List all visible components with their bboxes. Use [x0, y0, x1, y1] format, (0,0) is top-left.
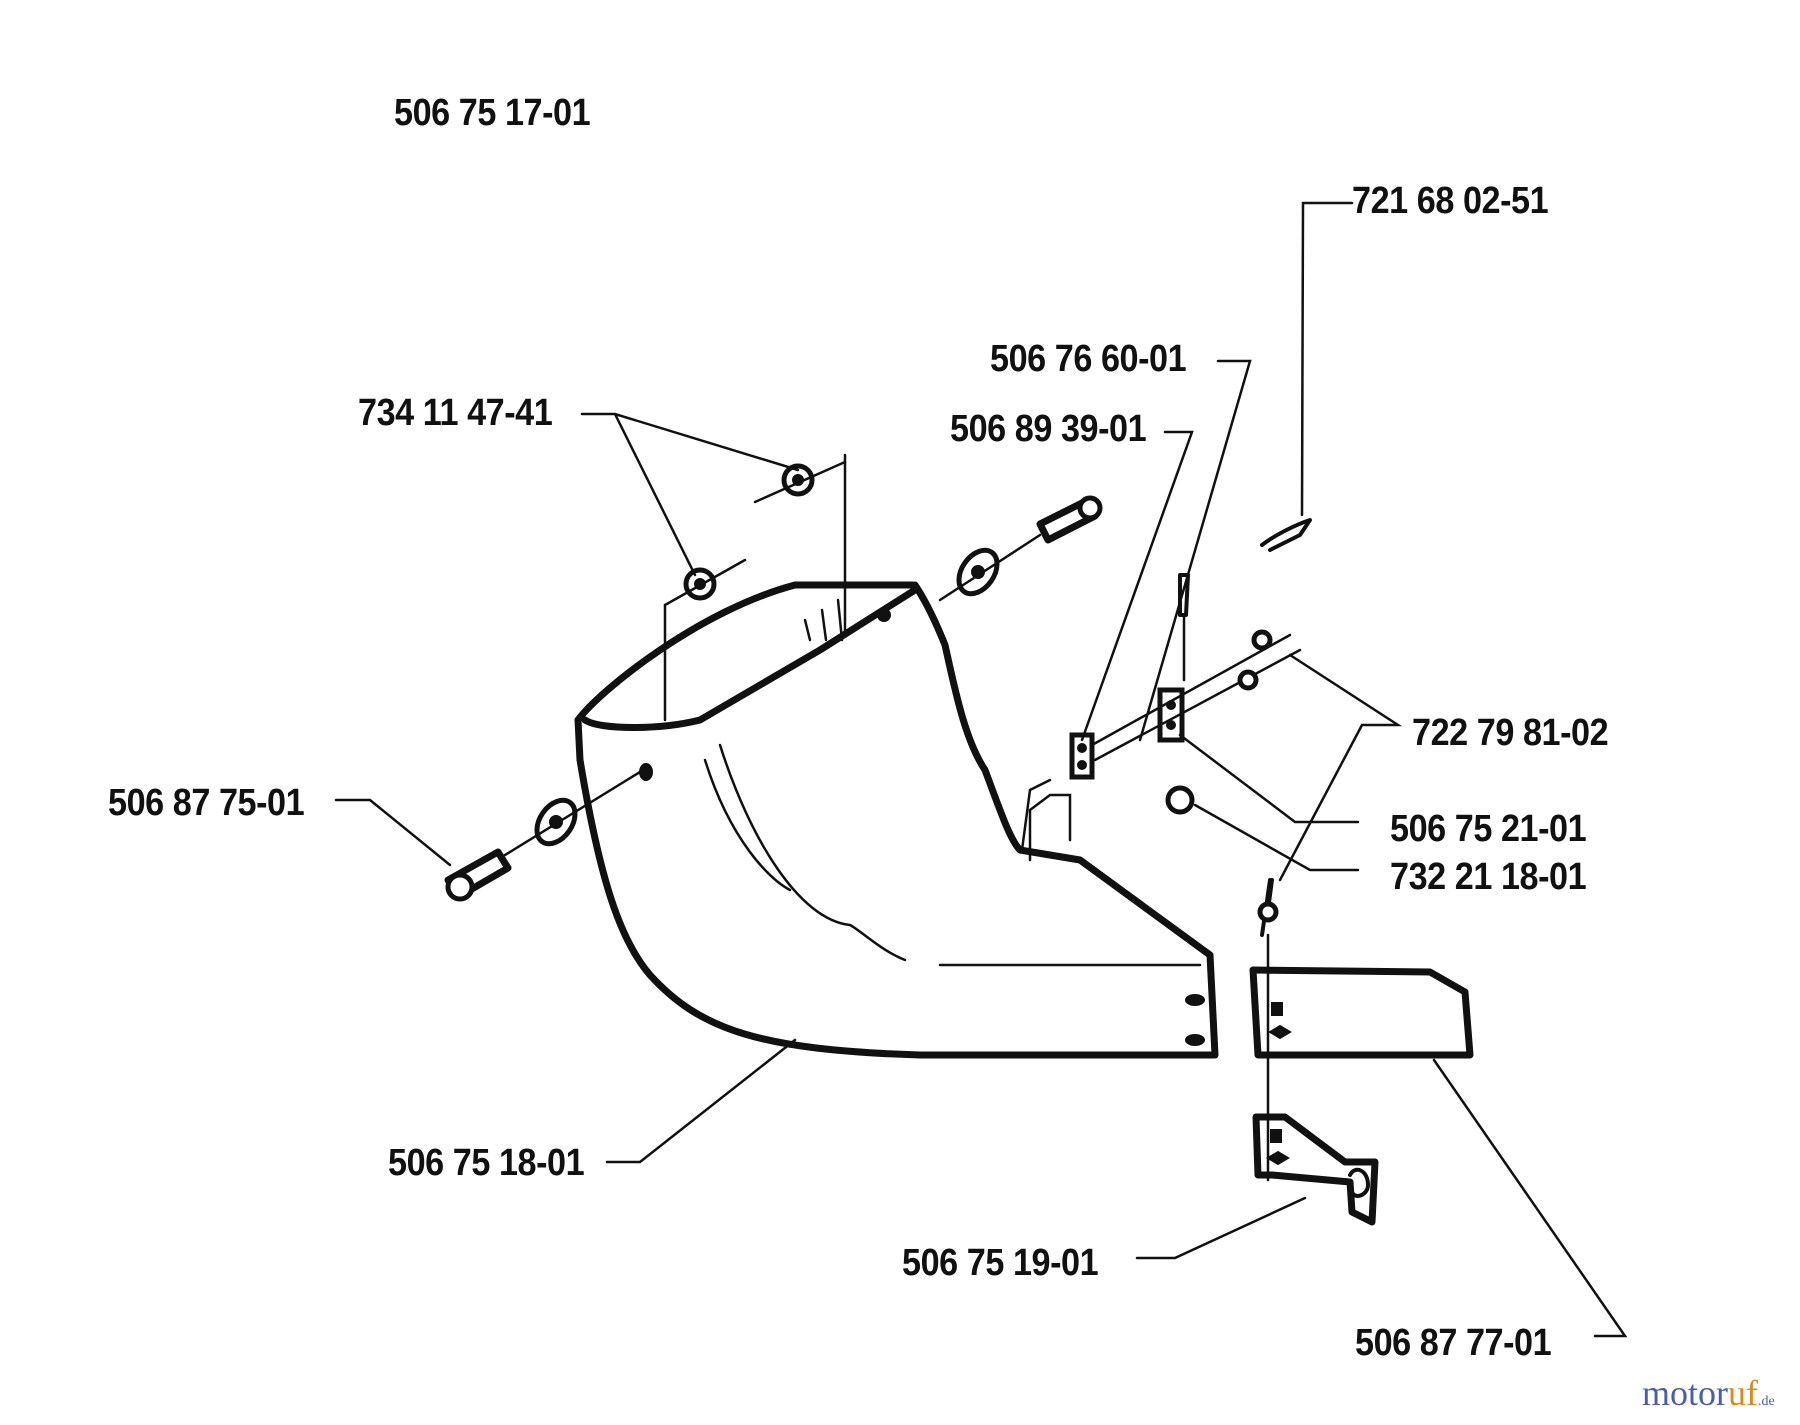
nuts-top: [663, 453, 847, 722]
assembly-number: 506 75 17-01: [394, 92, 591, 134]
discharge-chute: [574, 581, 1219, 1059]
label-506-89-39-01: 506 89 39-01: [950, 408, 1147, 450]
label-721-68-02-51: 721 68 02-51: [1352, 180, 1549, 222]
hinge-hardware: [1028, 518, 1312, 1182]
label-734-11-47-41: 734 11 47-41: [358, 392, 553, 434]
label-506-75-18-01: 506 75 18-01: [388, 1142, 585, 1184]
watermark-logo: motoruf.de: [1642, 1372, 1775, 1414]
screw-washer-right: [938, 495, 1103, 602]
deflector-plate: [1249, 966, 1474, 1059]
label-506-75-19-01: 506 75 19-01: [902, 1242, 1099, 1284]
mounting-bracket: [1252, 1113, 1379, 1226]
label-732-21-18-01: 732 21 18-01: [1390, 856, 1587, 898]
label-506-87-75-01: 506 87 75-01: [108, 782, 305, 824]
label-506-75-21-01: 506 75 21-01: [1390, 808, 1587, 850]
leader-lines: [334, 201, 1628, 1338]
label-722-79-81-02: 722 79 81-02: [1412, 712, 1609, 754]
screw-washer-left: [444, 770, 642, 902]
watermark-part1: motor: [1642, 1373, 1728, 1413]
label-506-76-60-01: 506 76 60-01: [990, 338, 1187, 380]
watermark-part2: uf: [1728, 1373, 1758, 1413]
watermark-suffix: .de: [1758, 1394, 1775, 1409]
label-506-87-77-01: 506 87 77-01: [1355, 1322, 1552, 1364]
